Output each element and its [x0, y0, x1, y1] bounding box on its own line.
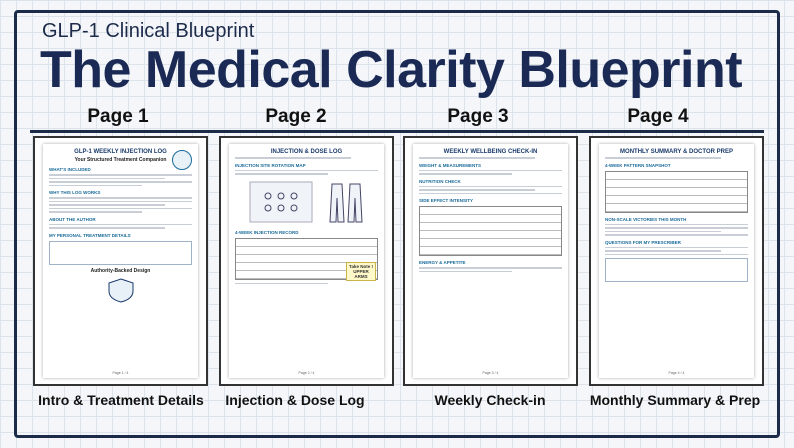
doc-section: SIDE EFFECT INTENSITY [419, 198, 474, 203]
doc-section: INJECTION SITE ROTATION MAP [235, 162, 306, 168]
page-1-caption: Intro & Treatment Details [38, 392, 204, 408]
blueprint-subtitle: GLP-1 Clinical Blueprint [42, 20, 255, 42]
doc-section: QUESTIONS FOR MY PRESCRIBER [605, 239, 681, 245]
page-4-label: Page 4 [627, 106, 689, 127]
doc-title: WEEKLY WELLBEING CHECK-IN [443, 149, 538, 155]
doc-footer: Page 1 / 4 [112, 371, 129, 375]
doc-extra: Take Note ! UPPER ARMS [346, 262, 376, 281]
page-2-document: INJECTION & DOSE LOG INJECTION SITE ROTA… [229, 144, 384, 378]
page-2-preview-card: INJECTION & DOSE LOG INJECTION SITE ROTA… [219, 136, 394, 386]
page-4-document: MONTHLY SUMMARY & DOCTOR PREP 4-WEEK PAT… [599, 144, 754, 378]
doc-footer: Page 3 / 4 [482, 371, 499, 375]
injection-site-map-icon [249, 181, 363, 222]
doc-section: ENERGY & APPETITE [419, 260, 466, 265]
injection-record-table [235, 237, 378, 280]
doc-section: NUTRITION CHECK [419, 178, 461, 184]
doc-section: ABOUT THE AUTHOR [49, 216, 96, 222]
notes-box [605, 258, 748, 282]
blueprint-title: The Medical Clarity Blueprint [40, 41, 743, 99]
doc-section: NON-SCALE VICTORIES THIS MONTH [605, 216, 687, 222]
page-1-document: GLP-1 WEEKLY INJECTION LOG Your Structur… [43, 144, 198, 378]
page-3-caption: Weekly Check-in [434, 392, 546, 408]
doc-section: WEIGHT & MEASUREMENTS [419, 162, 482, 168]
doc-title: GLP-1 WEEKLY INJECTION LOG [74, 149, 167, 155]
page-2-caption: Injection & Dose Log [225, 392, 365, 408]
doc-section: WHY THIS LOG WORKS [49, 190, 101, 195]
shield-icon [108, 277, 133, 303]
doc-section: 4-WEEK INJECTION RECORD [235, 229, 299, 235]
doc-section: 4-WEEK PATTERN SNAPSHOT [605, 162, 671, 168]
doc-extra: Authority-Backed Design [90, 267, 151, 274]
page-1-preview-card: GLP-1 WEEKLY INJECTION LOG Your Structur… [33, 136, 208, 386]
doc-footer: Page 4 / 4 [668, 371, 685, 375]
seal-icon [172, 150, 192, 170]
page-1-label: Page 1 [87, 106, 149, 127]
doc-footer: Page 2 / 4 [298, 371, 315, 375]
page-2-label: Page 2 [265, 106, 327, 127]
doc-section: MY PERSONAL TREATMENT DETAILS [49, 232, 131, 238]
doc-subtitle: Your Structured Treatment Companion [74, 157, 167, 163]
page-3-document: WEEKLY WELLBEING CHECK-IN WEIGHT & MEASU… [413, 144, 568, 378]
pattern-snapshot-table [605, 170, 748, 213]
treatment-details-box [49, 240, 192, 265]
poster-frame [14, 10, 780, 438]
header-divider [30, 130, 764, 133]
side-effect-scale [419, 206, 562, 256]
page-4-caption: Monthly Summary & Prep [589, 392, 761, 408]
doc-section: WHAT'S INCLUDED [49, 167, 91, 172]
doc-title: MONTHLY SUMMARY & DOCTOR PREP [620, 149, 733, 155]
doc-title: INJECTION & DOSE LOG [270, 149, 343, 155]
page-3-label: Page 3 [447, 106, 509, 127]
page-3-preview-card: WEEKLY WELLBEING CHECK-IN WEIGHT & MEASU… [403, 136, 578, 386]
page-4-preview-card: MONTHLY SUMMARY & DOCTOR PREP 4-WEEK PAT… [589, 136, 764, 386]
